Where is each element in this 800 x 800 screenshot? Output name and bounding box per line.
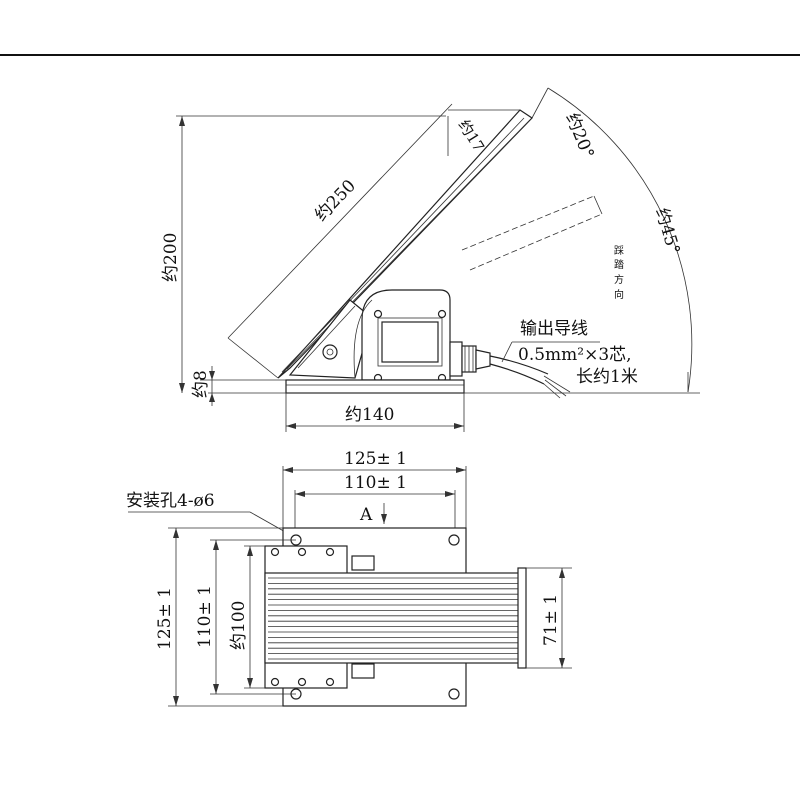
pedal-end-cap (517, 567, 527, 669)
base-width-label: 约140 (345, 405, 394, 425)
base-plate (285, 379, 465, 394)
height-label: 约200 (161, 233, 181, 282)
angle-rest-label: 约20° (561, 110, 597, 161)
dim-hole-height (210, 539, 296, 695)
hole-width-label: 110± 1 (344, 473, 407, 493)
pedal-direction-text: 踩 踏 方 向 (614, 245, 624, 301)
cable-label: 输出导线 0.5mm²×3芯, 长约1米 (501, 319, 638, 387)
base-height-label: 约8 (191, 370, 211, 398)
side-view: 约200 约250 约17 约20° 约45° 踩 踏 方 向 输出导线 0.5… (161, 87, 700, 432)
hinge-tab-bottom (351, 663, 375, 679)
pad-height-label: 约100 (229, 601, 249, 650)
pedal-body-screws (270, 547, 335, 687)
section-label: A (359, 505, 373, 525)
dim-pad-height (244, 545, 265, 689)
bottom-view: 125± 1 110± 1 A 安装孔4-ø6 (126, 449, 572, 707)
dim-base-height (200, 366, 286, 406)
hole-height-label: 110± 1 (195, 585, 215, 648)
svg-text:踏: 踏 (614, 258, 624, 271)
pedal-ribs (268, 577, 518, 660)
outer-height-label: 125± 1 (155, 587, 175, 650)
svg-text:方: 方 (614, 273, 624, 286)
angle-arc (547, 87, 693, 393)
end-height-label: 71± 1 (541, 594, 561, 646)
cable-label-line3: 长约1米 (576, 367, 638, 387)
mount-hole-leader (128, 511, 297, 539)
hinge-tab-top (351, 555, 375, 571)
pressed-position-lines (461, 195, 603, 271)
dim-height (176, 115, 446, 393)
cable-label-line2: 0.5mm²×3芯, (518, 345, 632, 365)
thickness-label: 约17 (455, 117, 488, 155)
cable-label-line1: 输出导线 (520, 319, 588, 339)
pedal-hinge-block (288, 299, 373, 379)
length-label: 约250 (311, 176, 360, 225)
dim-outer-height (168, 527, 283, 707)
pedal-surface (264, 572, 524, 664)
dim-outer-width (282, 466, 467, 530)
section-marker (381, 503, 387, 524)
angle-max-label: 约45° (651, 206, 683, 257)
dim-length (227, 103, 453, 379)
mount-hole-label: 安装孔4-ø6 (126, 491, 215, 511)
cable-gland (449, 341, 491, 377)
sensor-housing (353, 289, 451, 383)
dim-hole-width (294, 490, 456, 530)
dim-end-height (526, 567, 572, 669)
svg-text:踩: 踩 (614, 245, 624, 257)
outer-width-label: 125± 1 (344, 449, 407, 469)
dim-base-width (285, 393, 465, 432)
svg-text:向: 向 (614, 288, 624, 301)
